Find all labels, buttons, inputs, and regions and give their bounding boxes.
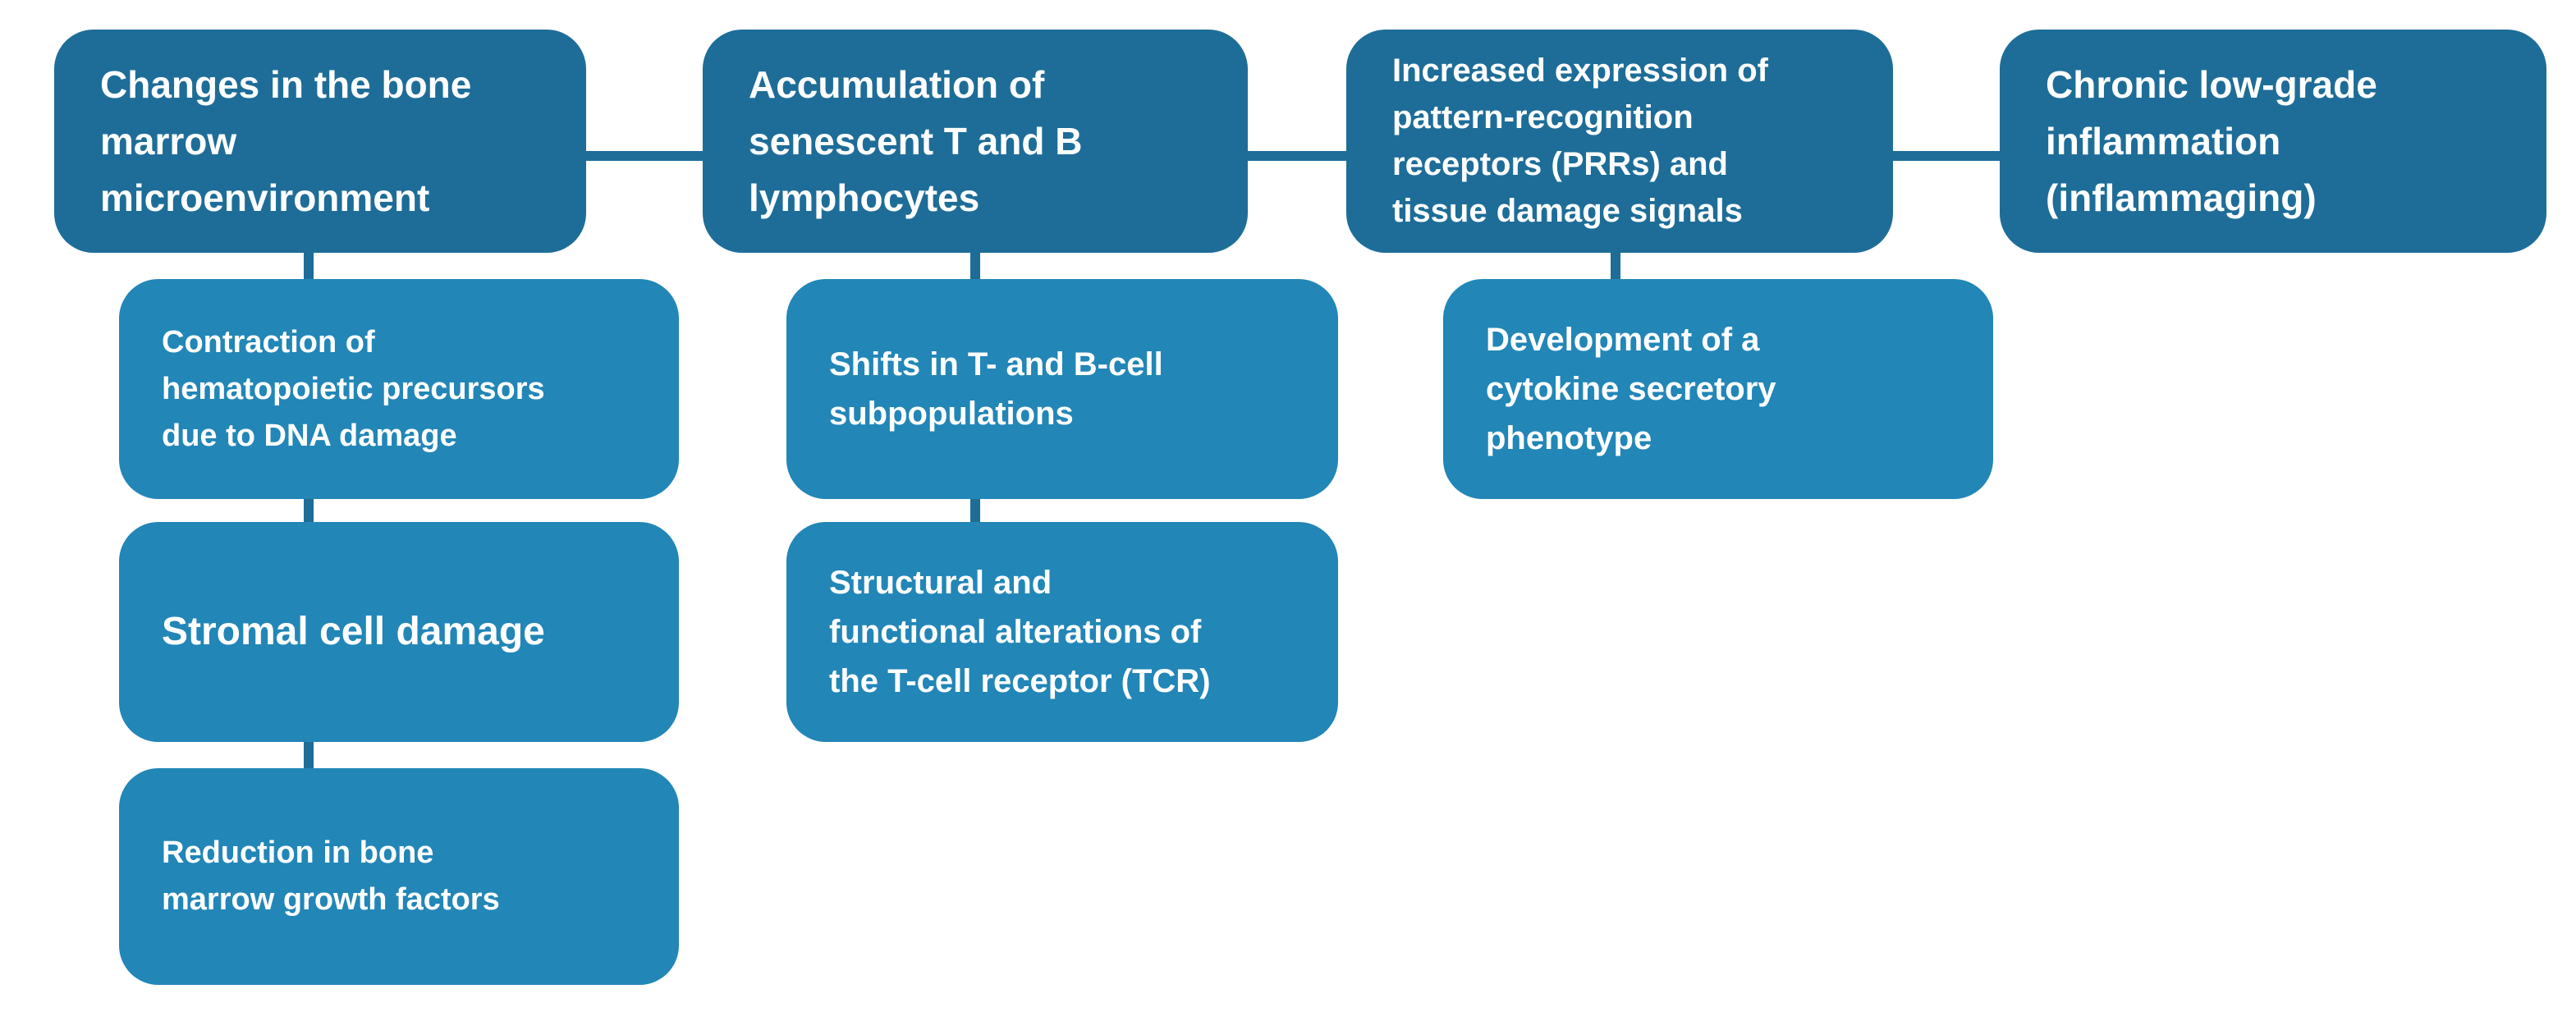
child-box-cytokine-secretory-phenotype: Development of a cytokine secretory phen… [1443, 279, 1993, 499]
header-label-prr-expression: Increased expression of pattern-recognit… [1392, 53, 1768, 229]
connector-headers-2-3 [1248, 151, 1346, 161]
header-box-prr-expression: Increased expression of pattern-recognit… [1346, 30, 1893, 253]
child-box-tcr-alterations: Structural and functional alterations of… [786, 522, 1338, 742]
child-box-contraction-hematopoietic-precursors: Contraction of hematopoietic precursors … [119, 279, 679, 499]
connector-headers-3-4 [1893, 151, 2000, 161]
child-box-shifts-subpopulations: Shifts in T- and B-cell subpopulations [786, 279, 1338, 499]
header-label-inflammaging: Chronic low-grade inflammation (inflamma… [2046, 62, 2377, 219]
header-box-inflammaging: Chronic low-grade inflammation (inflamma… [2000, 30, 2546, 253]
header-box-senescent-lymphocytes: Accumulation of senescent T and B lympho… [703, 30, 1248, 253]
child-label-cytokine-secretory-phenotype: Development of a cytokine secretory phen… [1486, 322, 1776, 456]
child-label-stromal-cell-damage: Stromal cell damage [162, 610, 545, 654]
child-box-reduction-growth-factors: Reduction in bone marrow growth factors [119, 768, 679, 985]
child-label-shifts-subpopulations: Shifts in T- and B-cell subpopulations [829, 346, 1163, 432]
child-label-tcr-alterations: Structural and functional alterations of… [829, 565, 1211, 699]
header-label-senescent-lymphocytes: Accumulation of senescent T and B lympho… [749, 62, 1083, 219]
header-label-bone-marrow-microenvironment: Changes in the bone marrow microenvironm… [100, 62, 472, 219]
child-box-stromal-cell-damage: Stromal cell damage [119, 522, 679, 742]
connector-headers-1-2 [586, 151, 703, 161]
child-label-contraction-hematopoietic-precursors: Contraction of hematopoietic precursors … [162, 324, 545, 453]
child-label-reduction-growth-factors: Reduction in bone marrow growth factors [162, 836, 500, 917]
header-box-bone-marrow-microenvironment: Changes in the bone marrow microenvironm… [54, 30, 586, 253]
